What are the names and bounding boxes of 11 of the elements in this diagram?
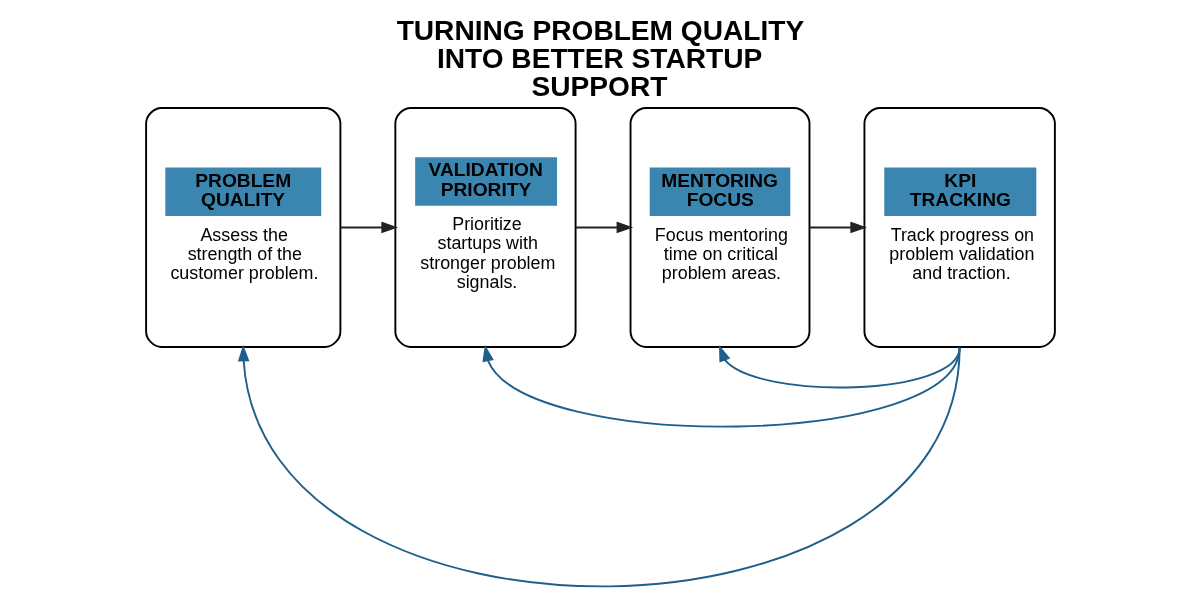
arrow (339, 221, 398, 234)
arrow (718, 344, 961, 389)
node-box: VALIDATION PRIORITY Prioritize startups with stronger problem signals. (393, 107, 577, 348)
node-box: PROBLEM QUALITY Assess the strength of the customer problem. (144, 107, 341, 348)
arrow (808, 221, 867, 234)
node-box: MENTORING FOCUS Focus mentoring time on critical problem areas. (629, 107, 810, 348)
arrow (237, 344, 961, 588)
node-box: KPI TRACKING Track progress on problem validation and traction. (863, 107, 1056, 348)
arrow (574, 221, 633, 234)
arrow (481, 344, 961, 428)
diagram-title: TURNING PROBLEM QUALITY INTO BETTER STARTUP SUPPORT (396, 14, 804, 102)
